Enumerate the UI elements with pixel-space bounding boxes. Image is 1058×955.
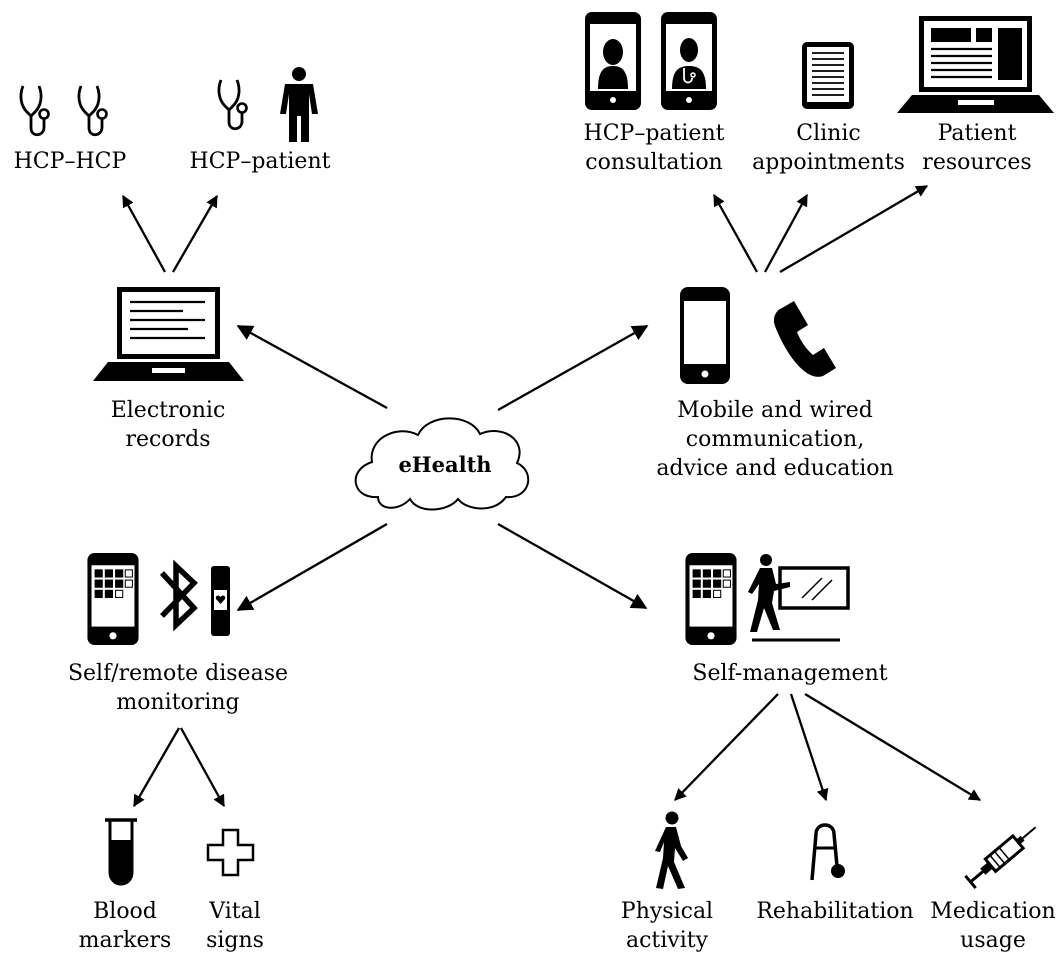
leaf-label-line: Clinic: [796, 121, 861, 146]
node-label-line: monitoring: [116, 690, 240, 715]
walker-icon: [810, 823, 845, 881]
arrow-to-vital-signs: [179, 727, 226, 808]
arrow-to-hcp-hcp: [121, 194, 167, 273]
leaf-label-line: Blood: [93, 899, 157, 924]
leaf-label-line: activity: [625, 928, 709, 953]
leaf-label-line: signs: [206, 928, 264, 953]
leaf-label-line: appointments: [752, 150, 905, 175]
leaf-hcp-patient-consultation: HCP–patient consultation: [574, 119, 734, 177]
arrow-to-mobile-wired: [497, 324, 649, 412]
leaf-label-line: markers: [78, 928, 172, 953]
node-mobile-wired: Mobile and wired communication, advice a…: [640, 396, 910, 483]
leaf-patient-resources: Patient resources: [918, 119, 1036, 177]
leaf-label-line: HCP–patient: [583, 121, 725, 146]
center-label-text: eHealth: [398, 452, 492, 477]
fitness-band-icon: [211, 566, 230, 636]
syringe-icon: [964, 826, 1037, 890]
arrow-to-remote-monitoring: [236, 523, 388, 611]
bluetooth-icon: [159, 559, 198, 632]
app-grid-phone-icon: [87, 553, 139, 645]
arrow-to-hcp-patient: [172, 194, 218, 273]
leaf-label-line: HCP–HCP: [13, 149, 127, 174]
walking-person-icon: [655, 811, 688, 889]
node-label-line: Self-management: [692, 661, 888, 686]
node-label-line: Self/remote disease: [67, 661, 289, 686]
cloud-icon: [354, 417, 530, 511]
node-label-line: records: [125, 427, 211, 452]
arrow-to-rehabilitation: [789, 693, 829, 802]
leaf-physical-activity: Physical activity: [607, 897, 727, 955]
node-label-line: Mobile and wired: [677, 398, 873, 423]
leaf-vital-signs: Vital signs: [190, 897, 280, 955]
tablet-icon: [802, 42, 854, 109]
arrow-to-hcp-patient-consultation: [712, 193, 759, 273]
arrow-to-electronic-records: [236, 324, 388, 410]
leaf-hcp-hcp: HCP–HCP: [0, 147, 140, 176]
telephone-handset-icon: [773, 301, 836, 377]
leaf-label-line: Physical: [620, 899, 714, 924]
leaf-hcp-patient: HCP–patient: [185, 147, 335, 176]
test-tube-icon: [105, 818, 137, 886]
leaf-blood-markers: Blood markers: [75, 897, 175, 955]
smartphone-icon: [680, 287, 730, 384]
exercise-screen-icon: [748, 554, 850, 642]
arrow-to-medication-usage: [804, 693, 982, 801]
laptop-icon: [897, 16, 1054, 113]
leaf-label-line: resources: [922, 150, 1032, 175]
leaf-medication-usage: Medication usage: [930, 897, 1056, 955]
leaf-label-line: HCP–patient: [189, 149, 331, 174]
leaf-label-line: Patient: [937, 121, 1017, 146]
node-electronic-records: Electronic records: [88, 396, 248, 454]
medical-cross-icon: [206, 828, 255, 877]
center-label: eHealth: [395, 450, 495, 479]
arrow-to-clinic-appointments: [763, 193, 809, 273]
leaf-label-line: Vital: [209, 899, 261, 924]
leaf-label-line: consultation: [585, 150, 723, 175]
laptop-icon: [93, 287, 244, 381]
leaf-label-line: Medication: [930, 899, 1056, 924]
node-self-management: Self-management: [680, 659, 900, 688]
arrow-to-self-management: [497, 522, 648, 610]
arrows: [121, 185, 982, 808]
video-call-phone-icon: [585, 12, 717, 110]
node-remote-monitoring: Self/remote disease monitoring: [58, 659, 298, 717]
person-icon: [217, 67, 318, 142]
app-grid-phone-icon: [685, 553, 737, 645]
leaf-rehabilitation: Rehabilitation: [754, 897, 916, 926]
node-label-line: advice and education: [656, 456, 894, 481]
arrow-to-blood-markers: [133, 727, 180, 808]
arrow-to-physical-activity: [674, 693, 779, 801]
leaf-label-line: Rehabilitation: [756, 899, 914, 924]
arrow-to-patient-resources: [779, 185, 929, 273]
node-label-line: communication,: [685, 427, 865, 452]
leaf-clinic-appointments: Clinic appointments: [751, 119, 906, 177]
stethoscope-icon: [19, 84, 108, 137]
leaf-label-line: usage: [960, 928, 1026, 953]
node-label-line: Electronic: [110, 398, 226, 423]
